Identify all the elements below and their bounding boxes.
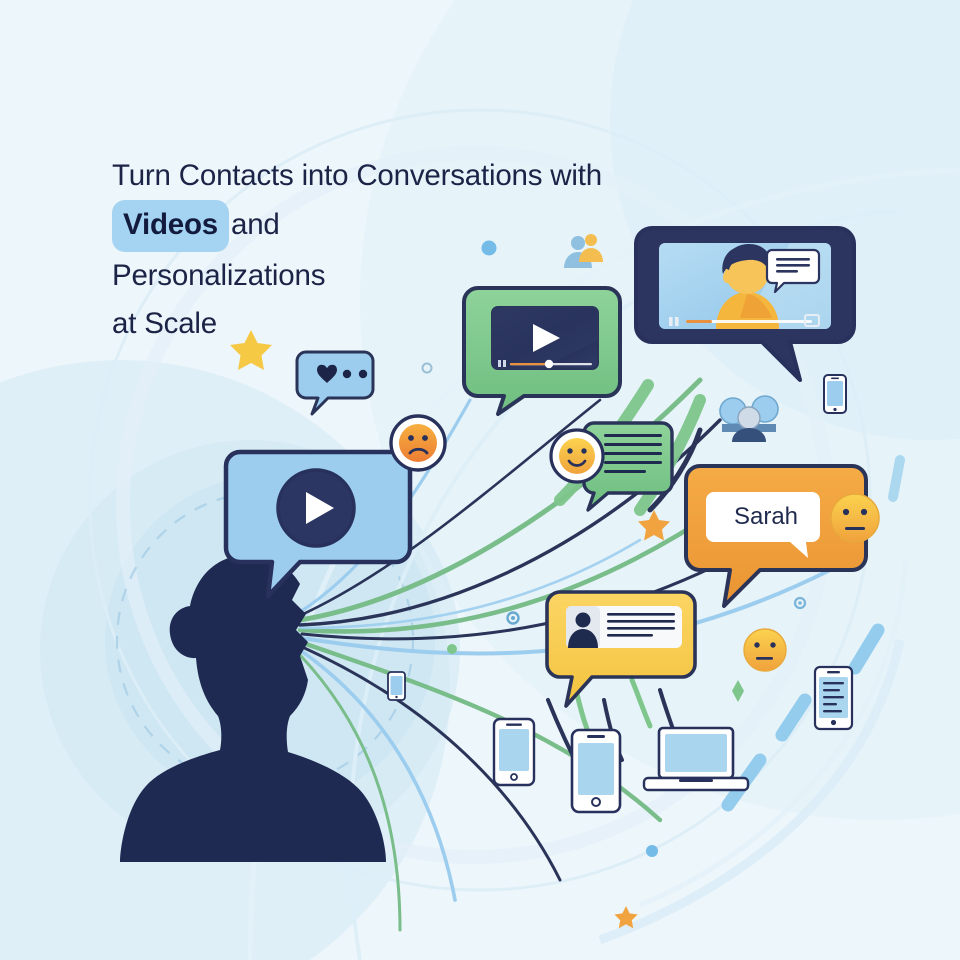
blue-video-speech-bubble — [223, 449, 413, 599]
neutral-face-emoji-lower — [743, 628, 787, 672]
sad-face-emoji — [389, 414, 447, 472]
chat-lines-icon — [765, 248, 821, 294]
video-call-monitor — [634, 226, 856, 382]
small-phone-device — [823, 374, 847, 414]
smiling-face-emoji — [549, 428, 605, 484]
avatar-icon — [566, 606, 600, 648]
neutral-face-emoji-right — [830, 493, 880, 543]
decor-star — [230, 330, 272, 370]
decor-sparkle — [732, 680, 744, 702]
yellow-contact-message-bubble — [545, 590, 697, 708]
speaking-person-silhouette — [120, 554, 386, 862]
phone-device-left — [492, 717, 536, 787]
orange-personalization-bubble — [684, 464, 868, 608]
decor-star — [638, 510, 670, 541]
phone-device-messages — [813, 665, 854, 731]
video-progress-row — [498, 359, 592, 369]
decor-dot — [421, 240, 807, 857]
tiny-phone-icon-left — [387, 671, 406, 701]
three-people-group-icon — [719, 395, 779, 442]
phone-device-center — [570, 728, 622, 814]
video-progress-row — [669, 314, 820, 327]
laptop-device — [642, 726, 750, 792]
green-video-speech-bubble — [462, 286, 622, 416]
two-people-icon — [564, 234, 603, 268]
reaction-chat-bubble — [295, 350, 375, 416]
green-text-message-bubble — [582, 421, 674, 512]
decor-star — [614, 906, 638, 929]
